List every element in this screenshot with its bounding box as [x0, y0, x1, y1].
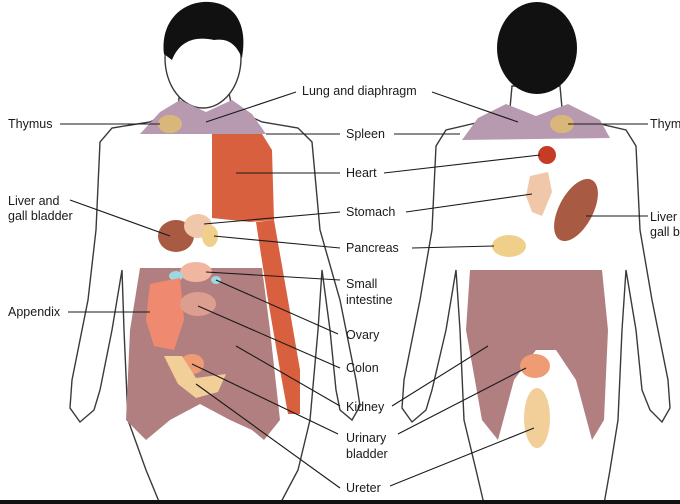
label-urinary-bladder-line1: Urinary [346, 431, 387, 445]
leader-pancreas-back [411, 245, 495, 249]
bottom-border [0, 500, 680, 504]
back-pancreas-region [492, 235, 526, 257]
front-figure [69, 1, 361, 504]
front-left-arm-region [256, 220, 300, 414]
leader-stomach-back [405, 193, 533, 213]
front-pancreas-region [202, 225, 218, 247]
label-urinary-bladder-line2: bladder [346, 447, 388, 461]
front-thymus-region [158, 115, 182, 133]
leader-lines [60, 91, 648, 489]
back-head [497, 2, 577, 94]
back-lung-diaphragm-region [462, 104, 610, 140]
label-kidney: Kidney [346, 400, 385, 414]
back-ureter-region [524, 388, 550, 448]
label-small-intestine-line2: intestine [346, 293, 393, 307]
leader-stomach-front [203, 211, 341, 225]
back-figure [401, 2, 671, 504]
label-ovary: Ovary [346, 328, 380, 342]
label-spleen: Spleen [346, 127, 385, 141]
label-appendix: Appendix [8, 305, 61, 319]
label-thymus-right: Thym [650, 117, 680, 131]
label-colon: Colon [346, 361, 379, 375]
leader-kidney-back [391, 345, 489, 407]
back-thymus-region [550, 115, 574, 133]
back-heart-region [538, 146, 556, 164]
label-ureter: Ureter [346, 481, 381, 495]
leader-lung-front [205, 91, 297, 123]
leader-urinary-bladder-front [191, 363, 339, 435]
front-heart-spleen-region [212, 134, 274, 222]
leader-small-intestine [205, 271, 341, 281]
leader-ureter-back [389, 427, 535, 487]
leader-heart-back [383, 154, 541, 174]
front-hair [163, 1, 244, 60]
label-heart: Heart [346, 166, 377, 180]
back-urinary-bladder-region [520, 354, 550, 378]
label-stomach: Stomach [346, 205, 395, 219]
label-pancreas: Pancreas [346, 241, 399, 255]
front-colon-region [180, 292, 216, 316]
leader-kidney-front [235, 345, 341, 407]
leader-urinary-bladder-back [397, 367, 527, 435]
front-ureter-region [164, 356, 226, 398]
leader-pancreas-front [213, 235, 341, 249]
label-thymus-left: Thymus [8, 117, 52, 131]
label-liver-left-line2: gall bladder [8, 209, 73, 223]
leader-lung-back [431, 91, 519, 123]
label-lung-diaphragm: Lung and diaphragm [302, 84, 417, 98]
label-small-intestine-line1: Small [346, 277, 377, 291]
leader-ureter-front [195, 383, 341, 489]
leader-colon [197, 305, 341, 369]
leader-ovary [215, 279, 339, 335]
label-liver-left-line1: Liver and [8, 194, 59, 208]
leader-liver-front [69, 199, 171, 237]
back-stomach-region [526, 172, 552, 216]
back-liver-region [554, 178, 598, 242]
front-small-intestine-region [180, 262, 212, 282]
labels: Lung and diaphragm Thymus Thym Spleen He… [8, 84, 680, 495]
label-liver-right-line2: gall b [650, 225, 680, 239]
label-liver-right-line1: Liver [650, 210, 677, 224]
back-kidney-region [466, 270, 608, 440]
front-appendix-region [146, 278, 184, 350]
